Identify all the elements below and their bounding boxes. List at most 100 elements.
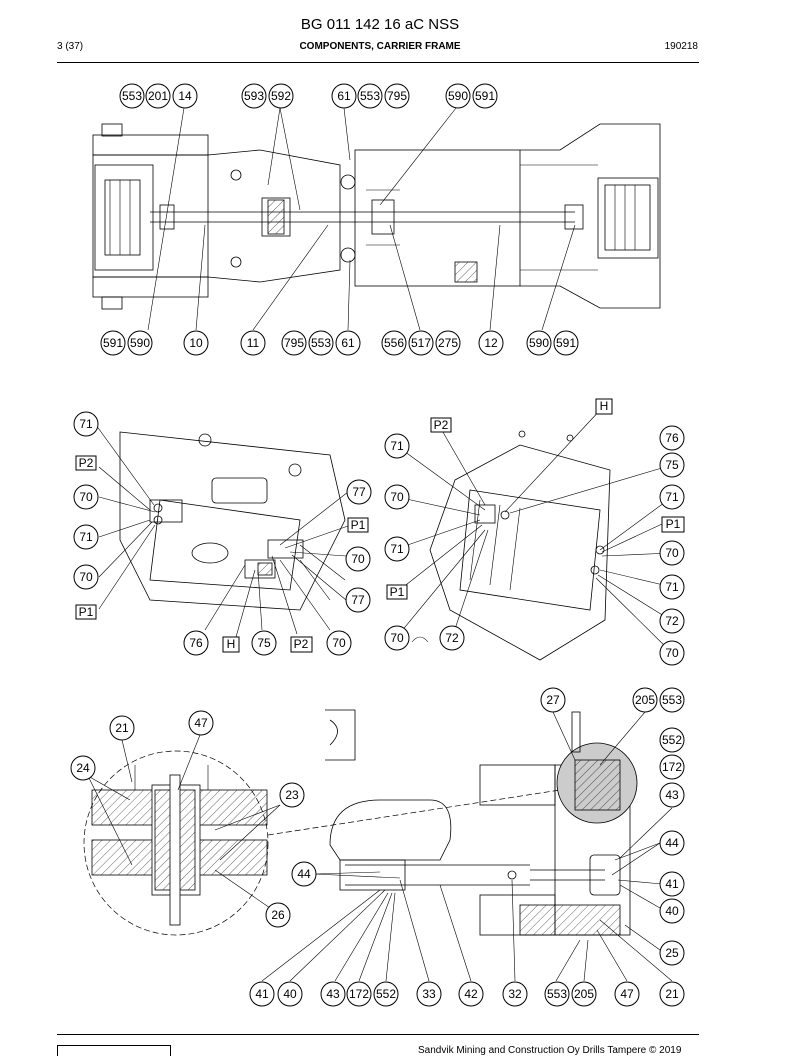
callout-43: 43 (659, 782, 685, 808)
page-number: 3 (37) (57, 41, 84, 52)
svg-text:47: 47 (620, 987, 634, 1001)
callout-12: 12 (478, 330, 504, 356)
svg-text:P1: P1 (390, 585, 405, 599)
svg-text:70: 70 (79, 570, 93, 584)
callout-591: 591 (553, 330, 579, 356)
svg-text:172: 172 (349, 987, 369, 1001)
svg-text:23: 23 (285, 788, 299, 802)
callout-71: 71 (73, 524, 99, 550)
callout-70: 70 (345, 546, 371, 572)
svg-text:590: 590 (529, 336, 549, 350)
box-labels-view3: P2 H P1 P1 (386, 398, 685, 600)
port-label-h: H (595, 398, 613, 415)
callout-70: 70 (659, 640, 685, 666)
callout-72: 72 (659, 608, 685, 634)
callout-275: 275 (435, 330, 461, 356)
callout-593: 593 (241, 83, 267, 109)
svg-text:795: 795 (284, 336, 304, 350)
callout-205: 205 (632, 687, 658, 713)
svg-text:75: 75 (257, 636, 271, 650)
callout-44: 44 (291, 861, 317, 887)
callout-27: 27 (540, 687, 566, 713)
svg-text:P1: P1 (666, 517, 681, 531)
svg-text:71: 71 (79, 417, 93, 431)
hose-connection-view-left (95, 424, 349, 638)
callout-71: 71 (384, 536, 410, 562)
callout-553: 553 (357, 83, 383, 109)
callout-77: 77 (346, 479, 372, 505)
svg-text:553: 553 (662, 693, 682, 707)
svg-text:201: 201 (148, 89, 168, 103)
svg-text:44: 44 (297, 867, 311, 881)
callout-40: 40 (277, 981, 303, 1007)
callout-77: 77 (345, 587, 371, 613)
callout-75: 75 (251, 630, 277, 656)
callout-25: 25 (659, 940, 685, 966)
svg-text:71: 71 (390, 439, 404, 453)
cylinder-mounting-view (83, 709, 673, 982)
svg-text:77: 77 (351, 593, 365, 607)
svg-text:517: 517 (411, 336, 431, 350)
svg-text:40: 40 (283, 987, 297, 1001)
svg-text:42: 42 (464, 987, 478, 1001)
port-label-p2: P2 (430, 417, 452, 433)
svg-text:72: 72 (445, 631, 459, 645)
svg-text:76: 76 (189, 636, 203, 650)
callout-70: 70 (659, 540, 685, 566)
section-title: COMPONENTS, CARRIER FRAME (299, 41, 461, 52)
svg-text:27: 27 (546, 693, 560, 707)
callout-32: 32 (502, 981, 528, 1007)
svg-text:P1: P1 (351, 518, 366, 532)
callouts-view4: 21 47 24 23 26 27 205 553 552 172 43 44 … (70, 687, 685, 1007)
svg-text:553: 553 (311, 336, 331, 350)
callout-76: 76 (659, 425, 685, 451)
svg-text:590: 590 (130, 336, 150, 350)
sandvik-logo (57, 1045, 171, 1056)
svg-text:591: 591 (475, 89, 495, 103)
svg-text:21: 21 (115, 721, 129, 735)
callout-71: 71 (659, 484, 685, 510)
footer-rule (57, 1034, 699, 1035)
callout-21: 21 (659, 981, 685, 1007)
svg-text:33: 33 (422, 987, 436, 1001)
callout-201: 201 (145, 83, 171, 109)
callout-70: 70 (326, 630, 352, 656)
callout-70: 70 (73, 564, 99, 590)
callout-24: 24 (70, 755, 96, 781)
svg-text:552: 552 (662, 733, 682, 747)
svg-text:556: 556 (384, 336, 404, 350)
port-label-p1: P1 (661, 516, 685, 533)
callout-553: 553 (659, 687, 685, 713)
callout-71: 71 (659, 574, 685, 600)
svg-text:40: 40 (665, 904, 679, 918)
svg-text:70: 70 (79, 490, 93, 504)
callout-70: 70 (73, 484, 99, 510)
svg-text:P2: P2 (79, 456, 94, 470)
svg-text:10: 10 (189, 336, 203, 350)
callout-591: 591 (100, 330, 126, 356)
callout-33: 33 (416, 981, 442, 1007)
svg-text:32: 32 (508, 987, 522, 1001)
document-date: 190218 (664, 41, 698, 52)
svg-text:25: 25 (665, 946, 679, 960)
svg-text:70: 70 (332, 636, 346, 650)
callout-590: 590 (526, 330, 552, 356)
document-number: BG 011 142 16 aC NSS (300, 16, 460, 33)
callout-41: 41 (659, 871, 685, 897)
svg-text:P1: P1 (79, 605, 94, 619)
callout-61: 61 (331, 83, 357, 109)
svg-text:71: 71 (79, 530, 93, 544)
svg-text:P2: P2 (294, 637, 309, 651)
header-rule (57, 62, 699, 63)
callout-43: 43 (320, 981, 346, 1007)
callout-553: 553 (119, 83, 145, 109)
callout-47: 47 (188, 710, 214, 736)
callout-21: 21 (109, 715, 135, 741)
callout-592: 592 (268, 83, 294, 109)
port-label-p2: P2 (290, 636, 313, 653)
svg-text:71: 71 (665, 580, 679, 594)
callout-71: 71 (73, 411, 99, 437)
callout-41: 41 (249, 981, 275, 1007)
callout-172: 172 (346, 981, 372, 1007)
